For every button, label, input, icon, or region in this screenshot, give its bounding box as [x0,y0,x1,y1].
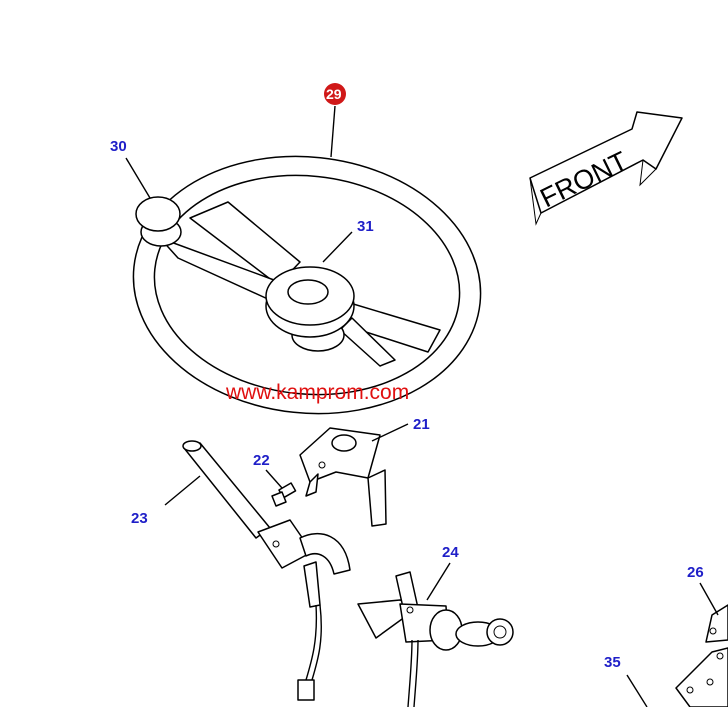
spinner-knob [135,196,182,247]
callout-23[interactable]: 23 [131,510,148,527]
callout-21[interactable]: 21 [413,416,430,433]
leader-lines [125,105,719,707]
callout-24[interactable]: 24 [442,544,459,561]
callout-31[interactable]: 31 [357,218,374,235]
steering-wheel [132,155,482,415]
clamp-bracket [299,427,387,527]
watermark: www.kamprom.com [225,381,409,404]
combination-switch [182,440,351,701]
front-arrow: FRONT [529,111,683,226]
callout-35[interactable]: 35 [604,654,621,671]
bracket-plate-35 [675,647,728,707]
callout-29-marker [324,83,346,105]
callout-29[interactable]: 29 [326,86,342,102]
switch-assembly [357,571,514,707]
bracket-26 [705,604,728,643]
callout-26[interactable]: 26 [687,564,704,581]
callout-22[interactable]: 22 [253,452,270,469]
bolt [271,482,297,507]
callout-30[interactable]: 30 [110,138,127,155]
callouts: 29 30 31 21 22 23 24 26 35 [110,83,704,671]
